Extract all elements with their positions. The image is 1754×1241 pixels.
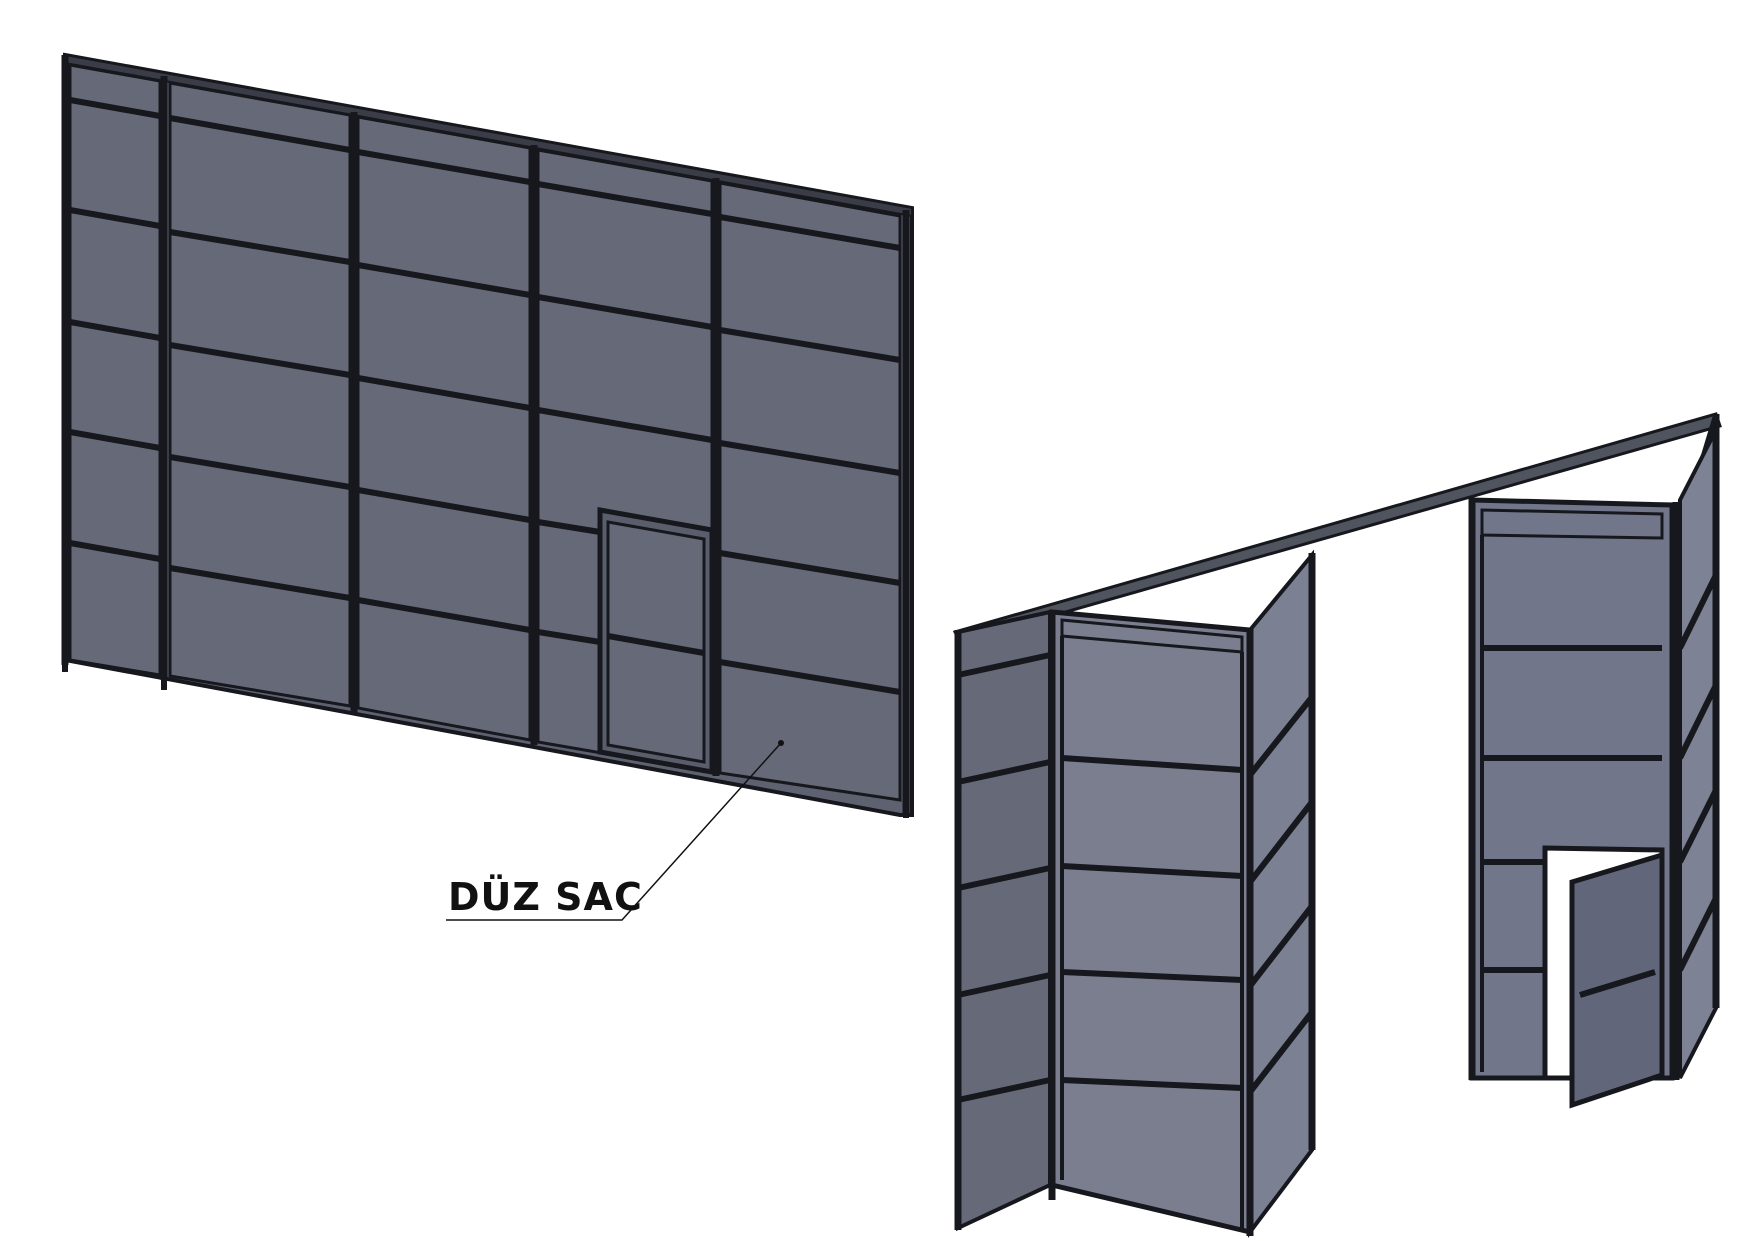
- folded-panel-left-narrow: [956, 609, 1052, 1232]
- door-leaf: [1569, 851, 1665, 1109]
- wall-column-3: [356, 115, 532, 742]
- wall-column-1: [68, 63, 162, 677]
- callout-leader: [446, 742, 782, 921]
- wall-posts: [61, 55, 910, 815]
- wall-column-2: [168, 81, 352, 708]
- folded-posts: [954, 414, 1720, 1236]
- folded-door: [1542, 845, 1665, 1109]
- folded-panel-angled: [1247, 549, 1315, 1238]
- wall-door: [597, 507, 715, 775]
- flat-partition-wall: [61, 52, 914, 818]
- folded-panel-front: [1049, 609, 1253, 1236]
- folded-panel-right-angled: [1677, 429, 1719, 1079]
- callout: DÜZ SAC: [446, 740, 784, 921]
- folded-partition: [952, 412, 1722, 1238]
- callout-label: DÜZ SAC: [448, 875, 643, 919]
- wall-feet: [62, 660, 909, 818]
- wall-column-5: [718, 181, 902, 802]
